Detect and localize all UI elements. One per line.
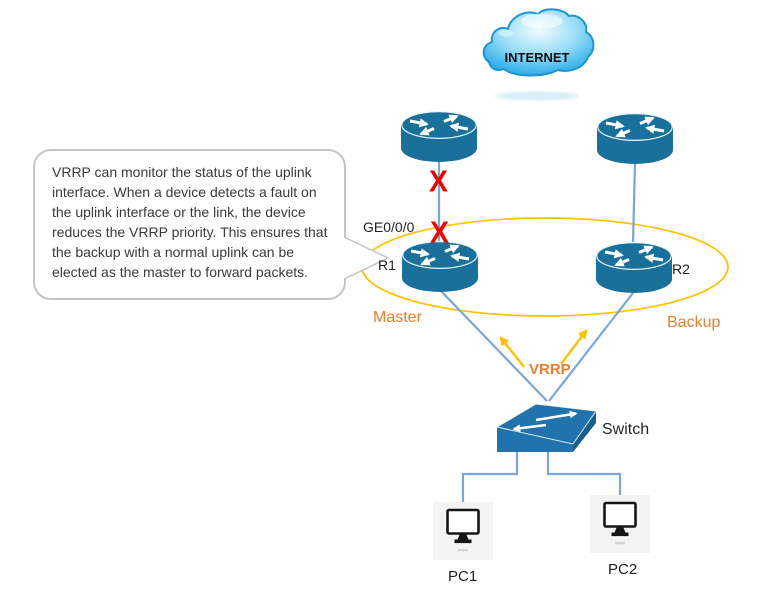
router-icon <box>597 113 673 165</box>
cloud-icon: INTERNET <box>482 8 595 101</box>
link-switch-pc1 <box>461 452 519 503</box>
interface-label: GE0/0/0 <box>363 219 415 235</box>
internet-label: INTERNET <box>505 50 570 65</box>
link-fault-icon: X <box>430 215 449 250</box>
r2-label: R2 <box>672 261 690 277</box>
switch-3d-icon <box>495 403 597 452</box>
vrrp-label: VRRP <box>529 361 571 378</box>
desktop-monitor-icon <box>433 502 493 560</box>
vrrp-arrow-left <box>499 336 525 368</box>
r1-label: R1 <box>378 257 396 273</box>
switch-label: Switch <box>602 421 650 438</box>
switch-node <box>492 399 604 457</box>
pc2-node <box>590 495 650 553</box>
router-r2 <box>596 242 672 294</box>
master-role-label: Master <box>373 309 422 326</box>
vrrp-arrow-right <box>560 329 588 365</box>
desktop-monitor-icon <box>590 495 650 553</box>
link-isp2-r2 <box>631 162 637 244</box>
isp-router-1 <box>401 111 477 163</box>
pc1-label: PC1 <box>448 568 478 585</box>
link-switch-pc2 <box>546 452 622 496</box>
link-r2-switch <box>548 292 634 402</box>
cloud-reflection <box>495 91 579 101</box>
link-fault-icon: X <box>429 164 448 199</box>
router-icon <box>596 242 672 294</box>
callout-bubble: VRRP can monitor the status of the uplin… <box>33 149 346 300</box>
isp-router-2 <box>597 113 673 165</box>
backup-role-label: Backup <box>667 314 721 331</box>
pc2-label: PC2 <box>608 561 638 578</box>
router-icon <box>401 111 477 163</box>
link-r1-switch <box>440 290 548 402</box>
pc1-node <box>433 502 493 560</box>
internet-cloud: INTERNET <box>476 6 598 102</box>
callout-text: VRRP can monitor the status of the uplin… <box>52 164 328 280</box>
